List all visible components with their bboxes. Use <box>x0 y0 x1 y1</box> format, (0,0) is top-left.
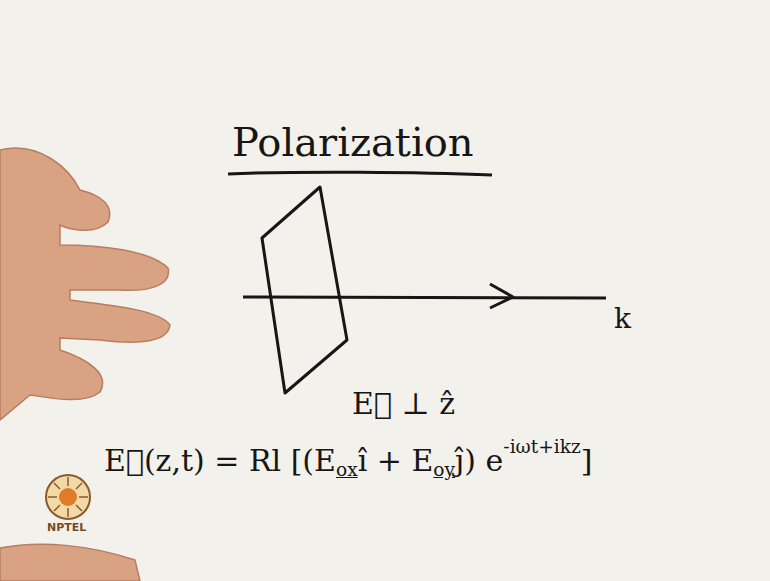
exponent: -iωt+ikz <box>503 436 580 457</box>
equation-term: î + E <box>358 443 434 478</box>
perpendicular-condition: E⃗ ⊥ ẑ <box>352 386 455 422</box>
k-axis <box>243 297 606 298</box>
wave-plane <box>262 187 347 393</box>
arrowhead <box>490 284 513 308</box>
equation-term: E⃗(z,t) = Rl [(E <box>104 443 336 478</box>
wave-vector-label: k <box>614 302 631 336</box>
equation-term: ] <box>581 443 593 478</box>
underline <box>228 172 492 175</box>
subscript: ox <box>336 459 358 480</box>
subscript: oy <box>433 459 455 480</box>
title: Polarization <box>232 118 474 166</box>
field-equation: E⃗(z,t) = Rl [(Eoxî + Eoyĵ) e-iωt+ikz] <box>104 436 593 482</box>
equation-term: ĵ) e <box>455 443 503 478</box>
nptel-logo <box>46 475 90 519</box>
hand <box>0 148 170 581</box>
logo-text: NPTEL <box>47 521 86 534</box>
